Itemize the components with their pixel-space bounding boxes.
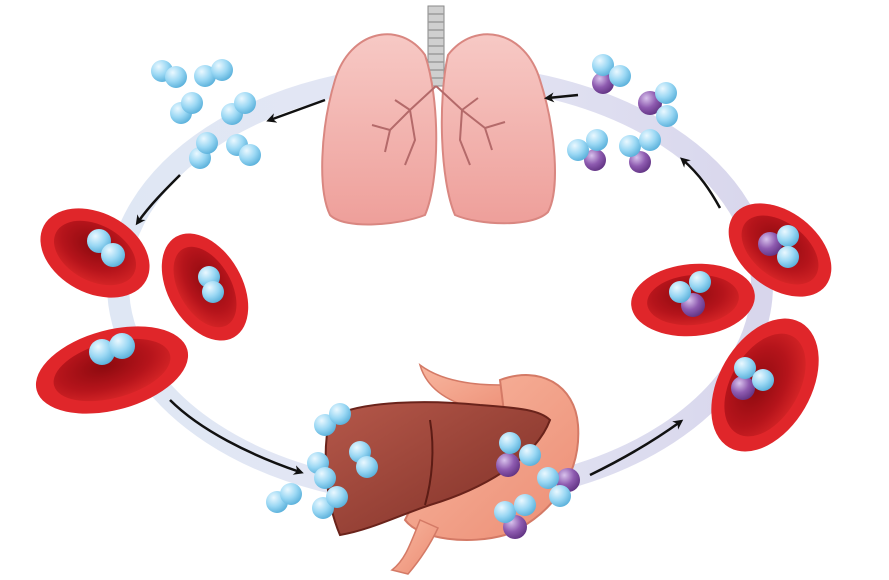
carbon-dioxide-molecule-icon [496, 432, 541, 477]
arrow-cells-to-liver [169, 399, 304, 475]
arrow-lungs-to-o2 [266, 98, 326, 123]
oxygen-molecule-icon [349, 441, 378, 478]
arrow-cells-to-co2 [680, 157, 722, 209]
oxygen-molecule-icon [189, 132, 218, 169]
oxygen-molecule-icon [198, 266, 224, 303]
lungs-icon [321, 5, 556, 226]
arrow-liver-to-cells [589, 419, 684, 477]
carbon-dioxide-molecule-icon [669, 271, 711, 317]
oxygen-molecule-icon [87, 229, 125, 267]
carbon-dioxide-molecule-icon [638, 82, 678, 127]
red-blood-cell [40, 208, 150, 298]
oxygen-molecule-icon [221, 92, 256, 125]
carbon-dioxide-molecule-icon [758, 225, 799, 268]
oxygen-molecules [87, 59, 378, 519]
arrow-co2-to-lungs [544, 92, 579, 103]
carbon-dioxide-molecule-icon [592, 54, 631, 94]
carbon-dioxide-molecule-icon [731, 357, 774, 400]
oxygen-molecule-icon [170, 92, 203, 124]
carbon-dioxide-molecule-icon [567, 129, 608, 171]
oxygen-molecule-icon [226, 134, 261, 166]
oxygen-molecule-icon [314, 403, 351, 436]
oxygen-molecule-icon [312, 486, 348, 519]
oxygen-molecule-icon [194, 59, 233, 87]
oxygen-molecule-icon [307, 452, 336, 489]
carbon-dioxide-molecule-icon [537, 467, 580, 507]
oxygen-molecule-icon [89, 333, 135, 365]
red-blood-cell [35, 326, 189, 414]
arrow-o2-to-cells [135, 174, 181, 226]
liver-icon [324, 363, 580, 575]
flow-arrows [135, 92, 722, 477]
carbon-dioxide-molecule-icon [619, 129, 661, 173]
carbon-dioxide-molecules [494, 54, 799, 539]
oxygen-molecule-icon [151, 60, 187, 88]
oxygen-molecule-icon [266, 483, 302, 513]
carbon-dioxide-molecule-icon [494, 494, 536, 539]
